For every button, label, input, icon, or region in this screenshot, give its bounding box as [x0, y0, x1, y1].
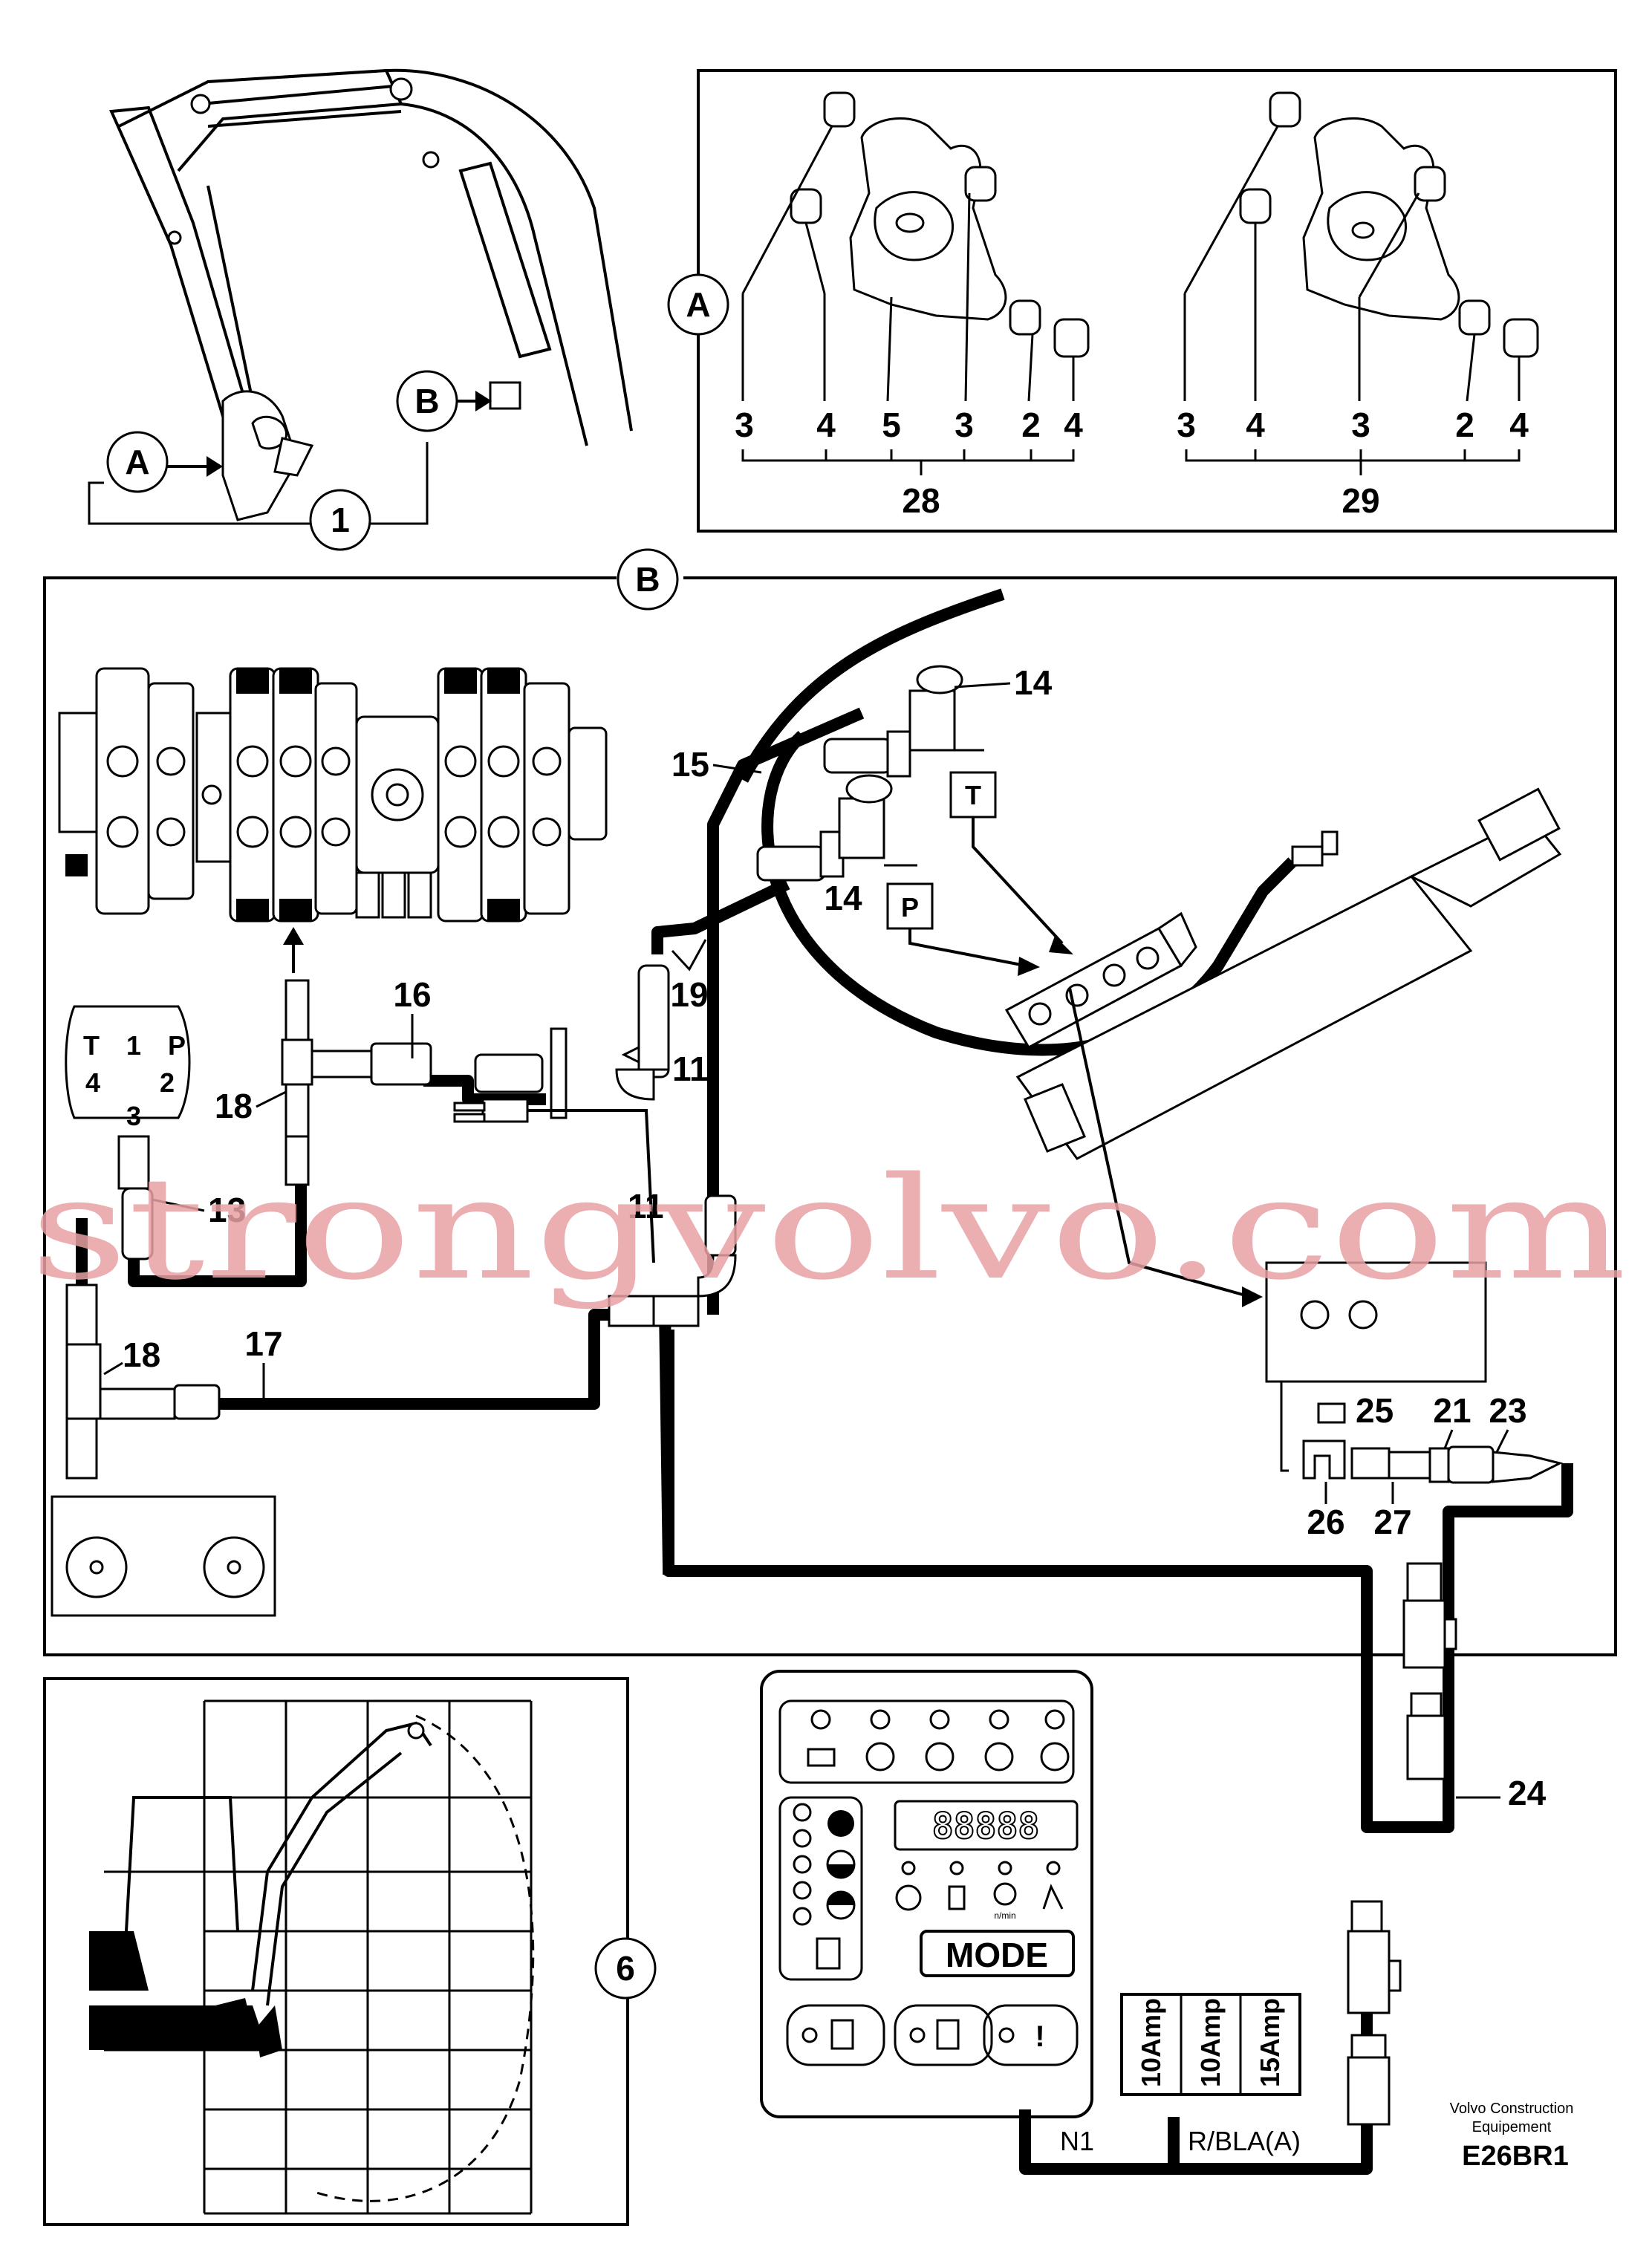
kit-29-number: 29	[1342, 481, 1379, 520]
svg-text:MODE: MODE	[946, 1936, 1048, 1974]
svg-text:4: 4	[1064, 406, 1083, 444]
kit-28-labels: 3 4 5 3 2 4 28	[735, 406, 1083, 520]
svg-text:25: 25	[1356, 1391, 1394, 1430]
svg-text:24: 24	[1508, 1774, 1547, 1812]
wire-label-n1: N1	[1060, 2126, 1094, 2156]
svg-text:18: 18	[215, 1087, 253, 1125]
svg-text:1: 1	[331, 501, 350, 539]
svg-text:26: 26	[1307, 1503, 1344, 1541]
svg-text:4: 4	[85, 1067, 100, 1098]
svg-text:T: T	[83, 1030, 100, 1061]
svg-text:10Amp: 10Amp	[1195, 1998, 1226, 2087]
svg-text:B: B	[414, 382, 439, 420]
solenoid-block	[1265, 1261, 1564, 1484]
svg-text:5: 5	[882, 406, 901, 444]
tee-fitting-upper	[281, 979, 432, 1186]
tee-fitting-lower	[65, 1283, 221, 1480]
svg-text:11: 11	[672, 1050, 709, 1088]
svg-text:17: 17	[244, 1324, 282, 1363]
harness-connector-upper	[1402, 1562, 1457, 1780]
svg-text:T: T	[965, 780, 981, 810]
tag-t: T	[949, 749, 1073, 954]
company-line-1: Volvo Construction	[1450, 2101, 1574, 2117]
panel-button-right[interactable]	[983, 2004, 1079, 2066]
view-6-callout[interactable]	[594, 1937, 657, 2000]
svg-text:13: 13	[208, 1191, 246, 1229]
detail-b-frame	[43, 576, 1617, 1656]
connector-plug	[453, 1098, 655, 1263]
svg-text:2: 2	[160, 1067, 175, 1098]
svg-text:4: 4	[1509, 406, 1529, 444]
pressure-switch-upper	[823, 665, 963, 778]
hose-13-fitting	[117, 1135, 154, 1260]
hydraulic-cylinder	[1004, 787, 1562, 1160]
pump-port-plate: T 1 P 4 2 3	[65, 1005, 191, 1131]
kit-28-number: 28	[902, 481, 940, 520]
company-line-2: Equipement	[1472, 2119, 1552, 2135]
svg-text:4: 4	[816, 406, 836, 444]
pump-unit	[51, 1495, 276, 1617]
elbow-fitting-11	[608, 1194, 737, 1327]
mode-button[interactable]	[920, 1930, 1075, 1977]
wire-label-rbla: R/BLA(A)	[1188, 2126, 1301, 2156]
svg-text:2: 2	[1455, 406, 1474, 444]
callout-a-overview[interactable]	[106, 431, 169, 493]
svg-text:15: 15	[671, 745, 709, 784]
lcd-display: 88888	[932, 1806, 1040, 1847]
work-range-grid	[104, 1699, 535, 2215]
pressure-switch-lower	[756, 774, 893, 882]
svg-text:23: 23	[1489, 1391, 1526, 1430]
svg-text:14: 14	[824, 879, 862, 917]
svg-text:!: !	[1035, 2020, 1044, 2053]
svg-text:3: 3	[1177, 406, 1196, 444]
svg-text:1: 1	[126, 1030, 141, 1061]
svg-text:6: 6	[616, 1949, 635, 1988]
svg-text:16: 16	[393, 975, 431, 1014]
detail-b-labels: 14 14 15 16 19 11 18 13 11 18 17 25 21 2…	[103, 663, 1547, 1812]
detail-b-callout[interactable]	[617, 548, 679, 611]
instrument-panel: 88888 n/min MODE !	[760, 1670, 1093, 2118]
svg-text:A: A	[686, 285, 710, 324]
svg-text:B: B	[635, 560, 660, 599]
svg-text:A: A	[125, 443, 149, 481]
svg-text:2: 2	[1021, 406, 1041, 444]
tag-p: P	[884, 864, 1040, 976]
bracket-kit-left	[741, 91, 1090, 402]
svg-text:P: P	[168, 1030, 186, 1061]
svg-text:n/min: n/min	[994, 1910, 1015, 1921]
svg-text:21: 21	[1433, 1391, 1471, 1430]
harness-connector-lower	[1347, 1900, 1402, 2126]
svg-text:19: 19	[670, 975, 708, 1014]
bracket-kit-right	[1183, 91, 1539, 402]
excavator-silhouette	[89, 1721, 432, 2057]
svg-text:18: 18	[123, 1335, 160, 1374]
svg-text:3: 3	[955, 406, 974, 444]
svg-text:10Amp: 10Amp	[1136, 1998, 1166, 2087]
fuse-box: 10Amp 10Amp 15Amp	[1120, 1993, 1301, 2096]
svg-text:14: 14	[1014, 663, 1053, 702]
control-valve-block	[58, 667, 608, 923]
detail-a-callout[interactable]	[667, 273, 729, 336]
panel-button-center[interactable]	[894, 2004, 993, 2066]
kit-29-labels: 3 4 3 2 4 29	[1177, 406, 1529, 520]
svg-text:P: P	[901, 892, 919, 923]
panel-button-left[interactable]	[786, 2004, 885, 2066]
svg-text:15Amp: 15Amp	[1255, 1998, 1285, 2087]
view-1-callout[interactable]	[309, 489, 371, 551]
overview-callouts: A B 1	[88, 370, 492, 551]
hose-end-11	[474, 964, 670, 1119]
svg-text:3: 3	[1351, 406, 1370, 444]
svg-text:27: 27	[1373, 1503, 1411, 1541]
arm-overview	[109, 68, 633, 521]
watermark-text: strongvolvo.com	[30, 1147, 1627, 1311]
svg-text:3: 3	[735, 406, 754, 444]
svg-text:11: 11	[628, 1187, 664, 1226]
svg-text:3: 3	[126, 1101, 141, 1131]
hydraulic-hoses	[76, 588, 1573, 2175]
svg-text:4: 4	[1246, 406, 1265, 444]
drawing-code: E26BR1	[1462, 2141, 1569, 2172]
